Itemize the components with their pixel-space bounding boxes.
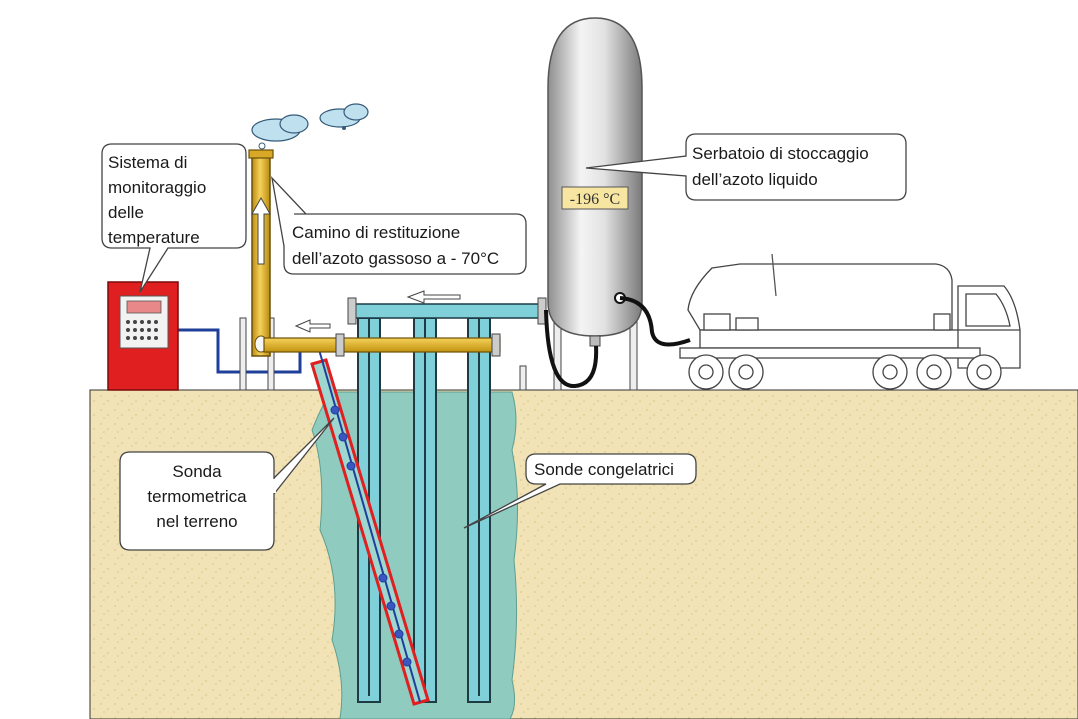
callout-probe-line-1: Sonda	[172, 462, 222, 481]
tank-temperature-plate	[561, 186, 629, 210]
callout-chimney-line-1: Camino di restituzione	[292, 223, 460, 242]
callout-freezing-probes: Sonde congelatrici	[463, 453, 697, 529]
tank-stand	[519, 365, 527, 391]
callout-chimney: Camino di restituzione dell’azoto gassos…	[270, 175, 527, 275]
tank-to-pipe-hose	[544, 309, 599, 388]
tank-leg-right	[629, 319, 638, 391]
callout-monitoring-line-1: Sistema di	[108, 153, 187, 172]
callout-monitoring-line-2: monitoraggio	[108, 178, 206, 197]
callout-tank: Serbatoio di stoccaggio dell’azoto liqui…	[585, 133, 907, 201]
gas-return-pipe	[263, 333, 501, 357]
callout-chimney-line-2: dell’azoto gassoso a - 70°C	[292, 249, 499, 268]
callout-probe: Sonda termometrica nel terreno	[119, 417, 335, 551]
soil-ground	[89, 389, 1078, 719]
arrow-left-icon-supply	[406, 290, 461, 304]
arrow-up-icon	[251, 196, 271, 265]
cloud-icon	[251, 103, 369, 150]
freezing-probes	[357, 317, 491, 703]
callout-monitoring-line-4: temperature	[108, 228, 200, 247]
callout-freezing-probes-label: Sonde congelatrici	[534, 460, 674, 479]
callout-tank-line-2: dell’azoto liquido	[692, 170, 818, 189]
callout-tank-line-1: Serbatoio di stoccaggio	[692, 144, 869, 163]
truck-hose	[619, 296, 691, 347]
truck-icon	[679, 253, 1021, 390]
storage-tank-icon	[547, 17, 643, 347]
thermometric-probe	[310, 345, 430, 706]
tank-temperature: -196 °C	[570, 191, 620, 208]
control-cabinet-icon	[107, 281, 179, 391]
callout-monitoring: Sistema di monitoraggio delle temperatur…	[101, 143, 247, 293]
arrow-left-icon	[294, 319, 331, 333]
callout-monitoring-line-3: delle	[108, 203, 144, 222]
liquid-supply-pipe	[347, 297, 547, 325]
chimney-support-left	[239, 317, 247, 391]
callout-probe-line-2: termometrica	[147, 487, 247, 506]
callout-probe-line-3: nel terreno	[156, 512, 237, 531]
